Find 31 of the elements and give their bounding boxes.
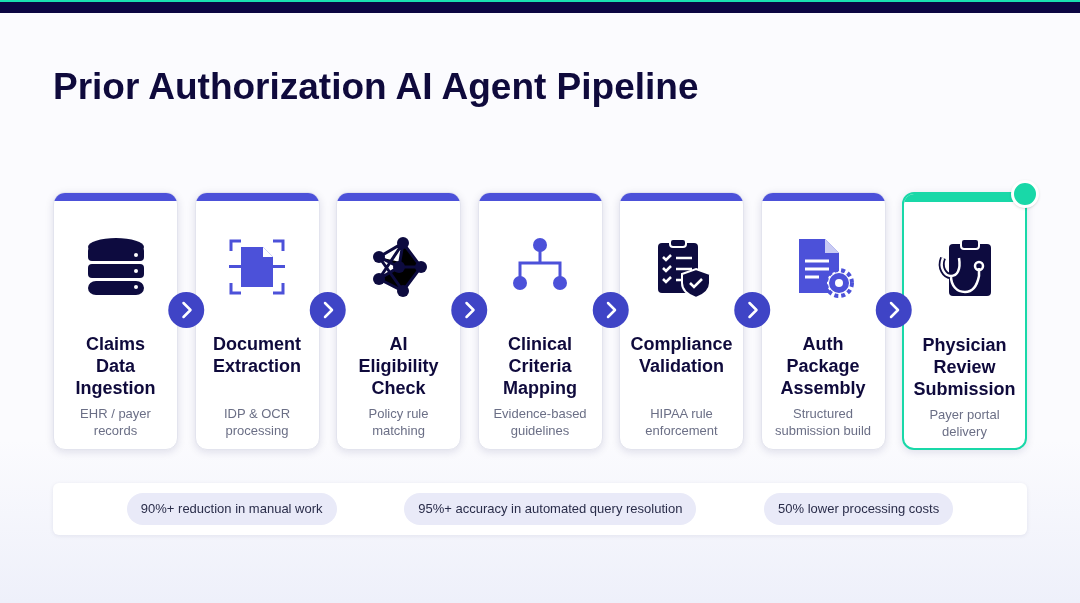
step-card <box>902 192 1027 450</box>
chevron-arrow <box>309 292 346 328</box>
step-card <box>619 192 744 450</box>
stat-pill: 50% lower processing costs <box>764 493 954 525</box>
step-description: Evidence-based guidelines <box>492 405 588 439</box>
chevron-arrow <box>168 292 205 328</box>
step-title: Compliance Validation <box>629 333 734 378</box>
step-card <box>194 192 320 450</box>
step-title: Physician Review Submission <box>912 334 1017 400</box>
step-card <box>477 192 603 450</box>
step-description: EHR / payer records <box>79 405 152 439</box>
step-card <box>336 192 461 450</box>
chevron-arrow <box>734 292 771 328</box>
step-title: Claims Data Ingestion <box>74 333 157 399</box>
chevron-arrow <box>875 292 912 328</box>
step-title: Document Extraction <box>212 333 302 378</box>
stat-pill: 90%+ reduction in manual work <box>126 493 337 525</box>
step-title: Auth Package Assembly <box>779 333 867 399</box>
title: Prior Authorization AI Agent Pipeline <box>53 65 699 109</box>
step-card <box>53 192 178 450</box>
step-card <box>760 192 886 450</box>
step-description: Structured submission build <box>773 405 873 439</box>
step-description: Payer portal delivery <box>928 406 1001 440</box>
step-description: HIPAA rule enforcement <box>644 405 719 439</box>
step-title: AI Eligibility Check <box>357 333 440 399</box>
chevron-arrow <box>451 292 488 328</box>
step-description: IDP & OCR processing <box>222 405 292 439</box>
step-description: Policy rule matching <box>367 405 430 439</box>
step-title: Clinical Criteria Mapping <box>502 333 578 399</box>
stat-pill: 95%+ accuracy in automated query resolution <box>404 493 697 525</box>
chevron-arrow <box>592 292 629 328</box>
